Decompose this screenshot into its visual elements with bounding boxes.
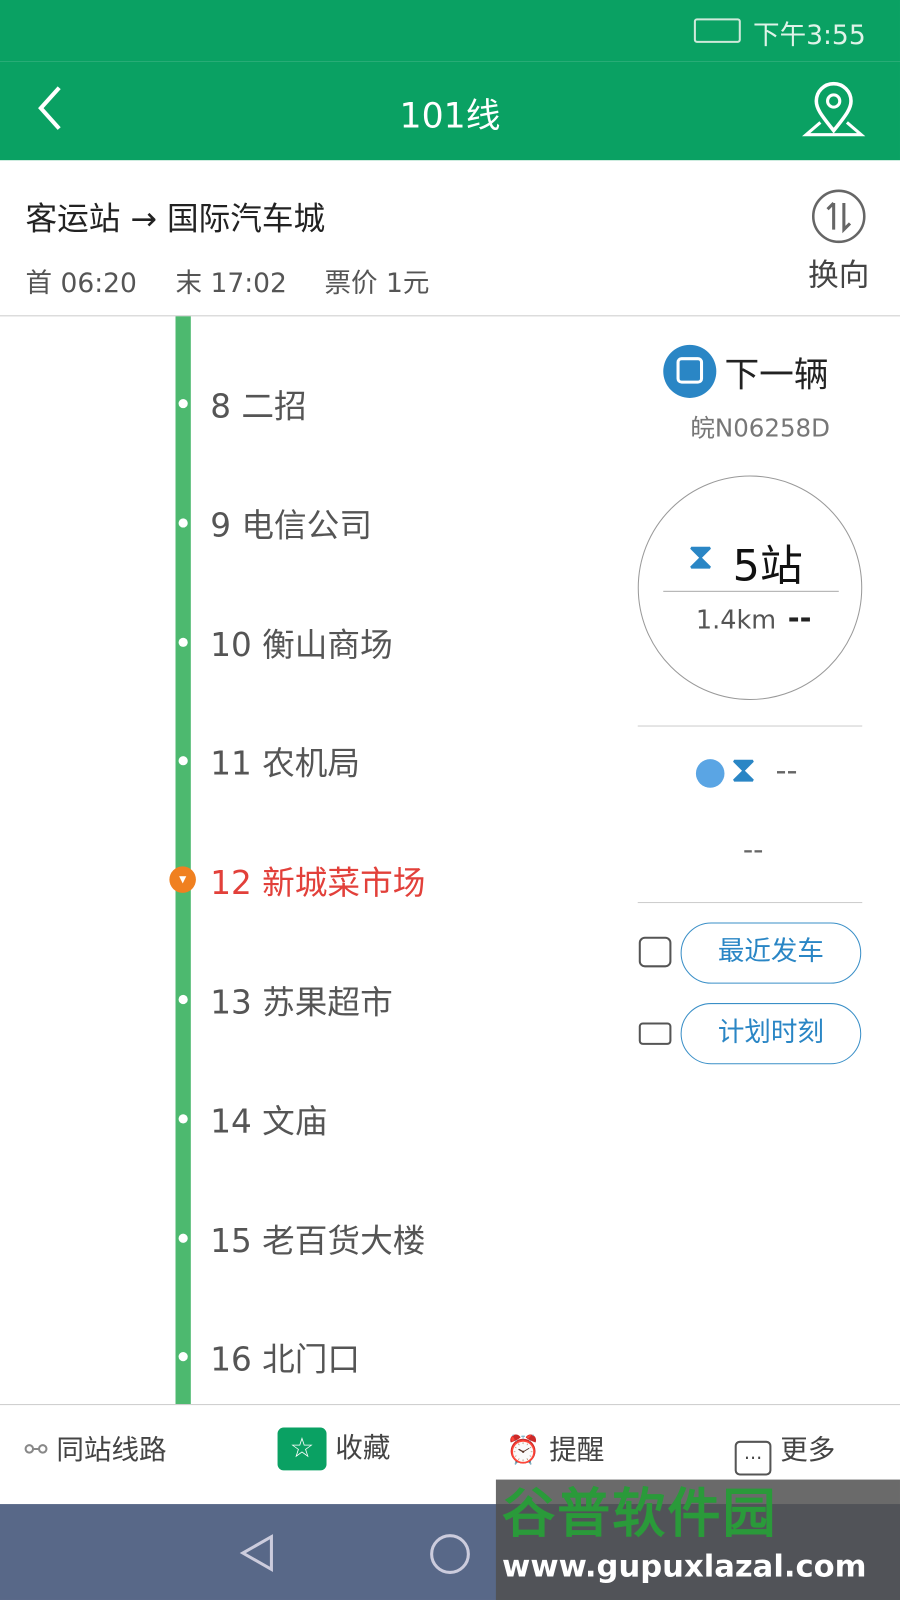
stop-item-current[interactable]: 12 新城菜市场	[210, 863, 426, 903]
switch-direction-button[interactable]: 换向	[801, 189, 877, 295]
page-title: 101线	[399, 95, 501, 137]
stop-item[interactable]: 15 老百货大楼	[210, 1221, 426, 1260]
next-bus-title: 下一辆	[724, 355, 829, 396]
favorite-button[interactable]: ☆ 收藏	[277, 1425, 391, 1471]
more-button[interactable]: … 更多	[734, 1428, 836, 1476]
header: 101线	[0, 61, 900, 161]
hourglass-icon: ⧗	[687, 535, 714, 578]
stop-dot	[178, 1352, 188, 1362]
stops-away: 5站	[732, 540, 803, 591]
first-bus-time: 首 06:20	[25, 268, 137, 299]
stop-dot	[178, 637, 188, 647]
recent-departure-button[interactable]: 最近发车	[680, 922, 862, 984]
watermark-url: www.gupuxlazal.com	[502, 1548, 867, 1585]
remind-button[interactable]: ⏰ 提醒	[506, 1428, 604, 1468]
more-icon: …	[734, 1440, 772, 1476]
swap-icon	[811, 189, 866, 244]
stop-item[interactable]: 8 二招	[210, 386, 307, 426]
second-bus-time: --	[775, 753, 798, 789]
status-bar: 下午3:55	[0, 0, 900, 62]
stop-dot	[178, 1114, 188, 1124]
battery-icon	[693, 18, 741, 43]
hourglass-icon: ⧗	[730, 748, 757, 791]
second-bus-sub: --	[742, 832, 764, 867]
stop-item[interactable]: 11 农机局	[210, 744, 361, 784]
more-label: 更多	[780, 1434, 836, 1467]
plate-number: 皖N06258D	[690, 414, 830, 443]
eta-circle: ⧗ 5站 1.4km --	[637, 475, 863, 700]
current-stop-icon: ▾	[169, 866, 196, 894]
stop-item[interactable]: 13 苏果超市	[210, 982, 393, 1022]
stop-dot	[178, 518, 188, 528]
stop-item[interactable]: 16 北门口	[210, 1340, 361, 1379]
switch-label: 换向	[808, 258, 870, 294]
route-direction: 客运站 → 国际汽车城	[25, 201, 326, 238]
stop-item[interactable]: 9 电信公司	[210, 505, 372, 545]
same-station-lines-button[interactable]: ⚯ 同站线路	[24, 1428, 166, 1468]
route-line	[175, 316, 191, 1405]
stop-item[interactable]: 10 衡山商场	[210, 625, 393, 664]
distance: 1.4km	[695, 605, 777, 635]
star-icon: ☆	[277, 1427, 327, 1471]
favorite-label: 收藏	[335, 1432, 391, 1465]
remind-label: 提醒	[549, 1434, 605, 1467]
stop-dot	[178, 994, 188, 1005]
bottom-toolbar: ⚯ 同站线路 ☆ 收藏 ⏰ 提醒 … 更多	[0, 1404, 900, 1504]
map-location-icon[interactable]	[802, 81, 866, 139]
bus-icon	[663, 344, 717, 398]
stop-dot	[178, 398, 188, 409]
fare: 票价 1元	[324, 268, 430, 299]
bus-outline-icon	[638, 936, 672, 968]
link-icon: ⚯	[24, 1434, 48, 1467]
status-time: 下午3:55	[753, 20, 866, 52]
watermark: 谷普软件园 www.gupuxlazal.com	[495, 1479, 900, 1600]
eta-time: --	[787, 601, 812, 635]
bus-dot-icon	[695, 759, 725, 788]
stop-dot	[178, 756, 188, 766]
next-bus-panel: 下一辆 皖N06258D ⧗ 5站 1.4km -- ⧗ -- --	[633, 316, 878, 1092]
same-station-label: 同站线路	[56, 1434, 167, 1467]
watermark-logo: 谷普软件园	[502, 1483, 778, 1545]
nav-home-icon[interactable]	[429, 1533, 472, 1576]
route-info: 客运站 → 国际汽车城 首 06:20 末 17:02 票价 1元 换向	[0, 160, 900, 317]
stop-item[interactable]: 14 文庙	[210, 1101, 328, 1141]
nav-back-icon[interactable]	[237, 1533, 278, 1574]
last-bus-time: 末 17:02	[175, 268, 287, 299]
back-icon[interactable]	[35, 84, 66, 133]
alarm-icon: ⏰	[506, 1434, 541, 1467]
list-icon	[638, 1022, 672, 1045]
stop-dot	[178, 1233, 188, 1243]
schedule-button[interactable]: 计划时刻	[680, 1003, 862, 1065]
